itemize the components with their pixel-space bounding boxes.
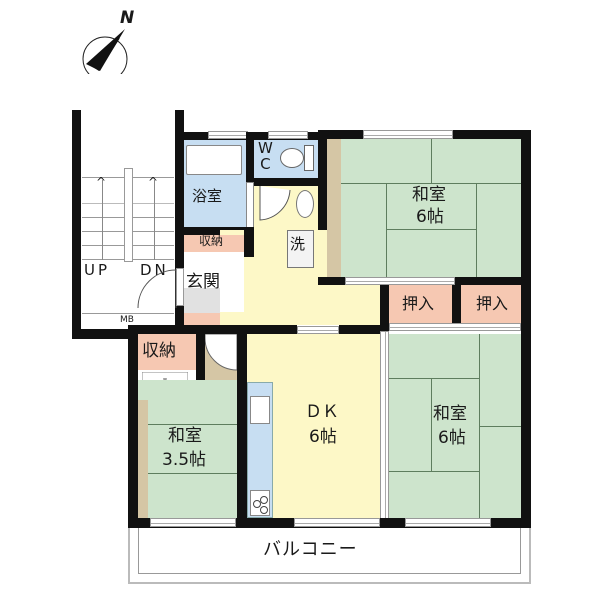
compass: N <box>80 8 150 82</box>
balcony-label: バルコニー <box>263 539 358 560</box>
toilet-icon <box>280 148 304 168</box>
front-door-swing <box>137 269 177 309</box>
washing-machine <box>287 230 314 268</box>
washitsu-small-size: 3.5帖 <box>162 450 207 470</box>
washitsu-bottom <box>389 334 521 518</box>
washitsu-bottom-name: 和室 <box>433 404 467 424</box>
washitsu-top-name: 和室 <box>412 185 446 205</box>
washitsu-small <box>148 380 237 518</box>
bathtub <box>186 145 242 175</box>
entrance-label: 玄関 <box>186 272 220 292</box>
north-arrow-icon <box>82 29 128 82</box>
washitsu-small-name: 和室 <box>168 426 202 446</box>
room-door-swing <box>205 334 237 371</box>
oshiire-right-label: 押入 <box>476 294 509 313</box>
tokonoma <box>327 139 341 277</box>
entry-storage <box>184 235 244 252</box>
kitchen-sink <box>250 396 270 424</box>
oshiire-left <box>389 285 452 323</box>
laundry-label: 洗 <box>290 235 306 253</box>
up-arrow-icon: ^ <box>96 175 107 189</box>
bath-label: 浴室 <box>192 187 223 205</box>
washitsu-bottom-size: 6帖 <box>438 428 466 448</box>
oshiire-left-label: 押入 <box>402 294 435 313</box>
washbasin-icon <box>296 190 314 218</box>
balcony <box>128 528 531 584</box>
storage-small-label: 収納 <box>142 341 176 361</box>
stair-down-label: DN <box>140 261 169 279</box>
north-label: N <box>120 8 135 28</box>
stove-icon <box>250 490 270 516</box>
storage-small <box>138 334 196 370</box>
wc-label: W C <box>258 139 273 173</box>
washitsu-top <box>341 139 521 277</box>
down-arrow-icon: ^ <box>148 175 159 189</box>
wc-door-swing <box>259 186 291 221</box>
meter-box-label: MB <box>120 315 134 325</box>
washitsu-top-size: 6帖 <box>416 207 444 227</box>
stair-up-label: UP <box>84 261 111 279</box>
entry-storage-label: 収納 <box>199 234 224 248</box>
oshiire-right <box>461 285 521 323</box>
dk-name: ＤＫ <box>305 402 339 422</box>
dk-size: 6帖 <box>309 427 337 447</box>
